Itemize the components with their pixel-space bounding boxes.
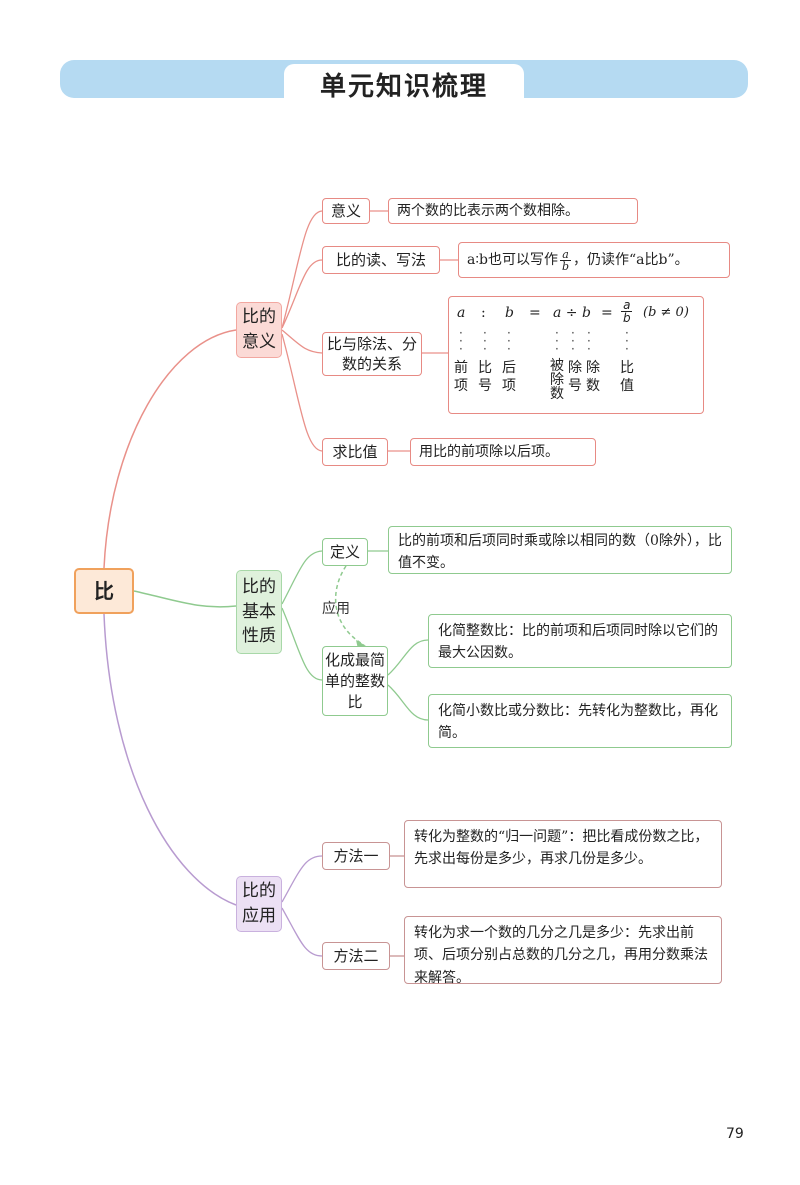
label-chuhao: 除号 <box>568 360 582 394</box>
read-write-fraction: a b <box>560 249 571 272</box>
formula-b: b <box>505 305 514 321</box>
dots-bizhi: ··· <box>625 326 629 356</box>
read-write-pre: a∶b也可以写作 <box>467 251 558 268</box>
link-property-definition <box>281 550 323 605</box>
formula-eq2: = <box>601 305 613 321</box>
label-chushu: 除数 <box>586 360 600 394</box>
link-property-simplify <box>281 607 323 681</box>
desc-simplify-integer: 化简整数比：比的前项和后项同时除以它们的最大公因数。 <box>428 614 732 668</box>
desc-method1: 转化为整数的“归一问题”：把比看成份数之比，先求出每份是多少，再求几份是多少。 <box>404 820 722 888</box>
link-meaning-relation <box>281 329 323 354</box>
node-method2: 方法二 <box>322 942 390 970</box>
formula-frac-den: b <box>623 311 631 325</box>
read-write-frac-num: a <box>560 247 571 261</box>
formula-frac-num: a <box>621 298 633 312</box>
link-root-meaning <box>103 329 237 569</box>
link-application-method2 <box>281 907 323 957</box>
formula-condition: (b ≠ 0) <box>643 305 689 320</box>
read-write-post: ，仍读作“a比b”。 <box>573 251 689 268</box>
node-meaning: 比的意义 <box>236 302 282 358</box>
node-qiu-bi-zhi: 求比值 <box>322 438 388 466</box>
desc-read-write: a∶b也可以写作 a b ，仍读作“a比b”。 <box>458 242 730 278</box>
dots-qianxiang: ··· <box>459 326 463 356</box>
formula-division: a ÷ b <box>553 305 591 321</box>
node-relation: 比与除法、分数的关系 <box>322 332 422 376</box>
link-root-application <box>103 613 237 906</box>
formula-a: a <box>457 305 466 321</box>
link-meaning-readwrite <box>281 259 323 329</box>
label-bihao: 比号 <box>478 360 492 394</box>
desc-yiyi: 两个数的比表示两个数相除。 <box>388 198 638 224</box>
link-meaning-yiyi <box>281 210 323 329</box>
node-property: 比的基本性质 <box>236 570 282 654</box>
yingyong-label: 应用 <box>322 601 350 617</box>
label-beichushu: 被除数 <box>550 358 564 402</box>
dots-beichushu: ··· <box>555 326 559 356</box>
yingyong-arrow <box>335 565 365 646</box>
desc-definition: 比的前项和后项同时乘或除以相同的数（0除外），比值不变。 <box>388 526 732 574</box>
label-bizhi: 比值 <box>620 360 634 394</box>
link-root-property <box>133 590 237 608</box>
formula-eq1: = <box>529 305 541 321</box>
link-meaning-qiubizhi <box>281 333 323 452</box>
relation-formula-box: a : b = a ÷ b = a b (b ≠ 0) ··· ··· ··· … <box>448 296 704 414</box>
dots-chushu: ··· <box>587 326 591 356</box>
page-number: 79 <box>726 1126 744 1142</box>
dots-chuhao: ··· <box>571 326 575 356</box>
node-definition: 定义 <box>322 538 368 566</box>
formula-fraction: a b <box>621 299 633 324</box>
node-yiyi: 意义 <box>322 198 370 224</box>
read-write-frac-den: b <box>561 259 569 273</box>
label-qianxiang: 前项 <box>454 360 468 394</box>
desc-qiu-bi-zhi: 用比的前项除以后项。 <box>410 438 596 466</box>
dots-bihao: ··· <box>483 326 487 356</box>
page-title: 单元知识梳理 <box>284 64 524 104</box>
node-method1: 方法一 <box>322 842 390 870</box>
link-simplify-desc1 <box>387 639 429 676</box>
node-simplify: 化成最简单的整数比 <box>322 646 388 716</box>
root-node: 比 <box>74 568 134 614</box>
node-application: 比的应用 <box>236 876 282 932</box>
label-houxiang: 后项 <box>502 360 516 394</box>
link-simplify-desc2 <box>387 684 429 721</box>
formula-colon: : <box>481 305 486 321</box>
link-application-method1 <box>281 855 323 903</box>
node-read-write: 比的读、写法 <box>322 246 440 274</box>
desc-simplify-decimal: 化简小数比或分数比：先转化为整数比，再化简。 <box>428 694 732 748</box>
desc-method2: 转化为求一个数的几分之几是多少：先求出前项、后项分别占总数的几分之几，再用分数乘… <box>404 916 722 986</box>
dots-houxiang: ··· <box>507 326 511 356</box>
